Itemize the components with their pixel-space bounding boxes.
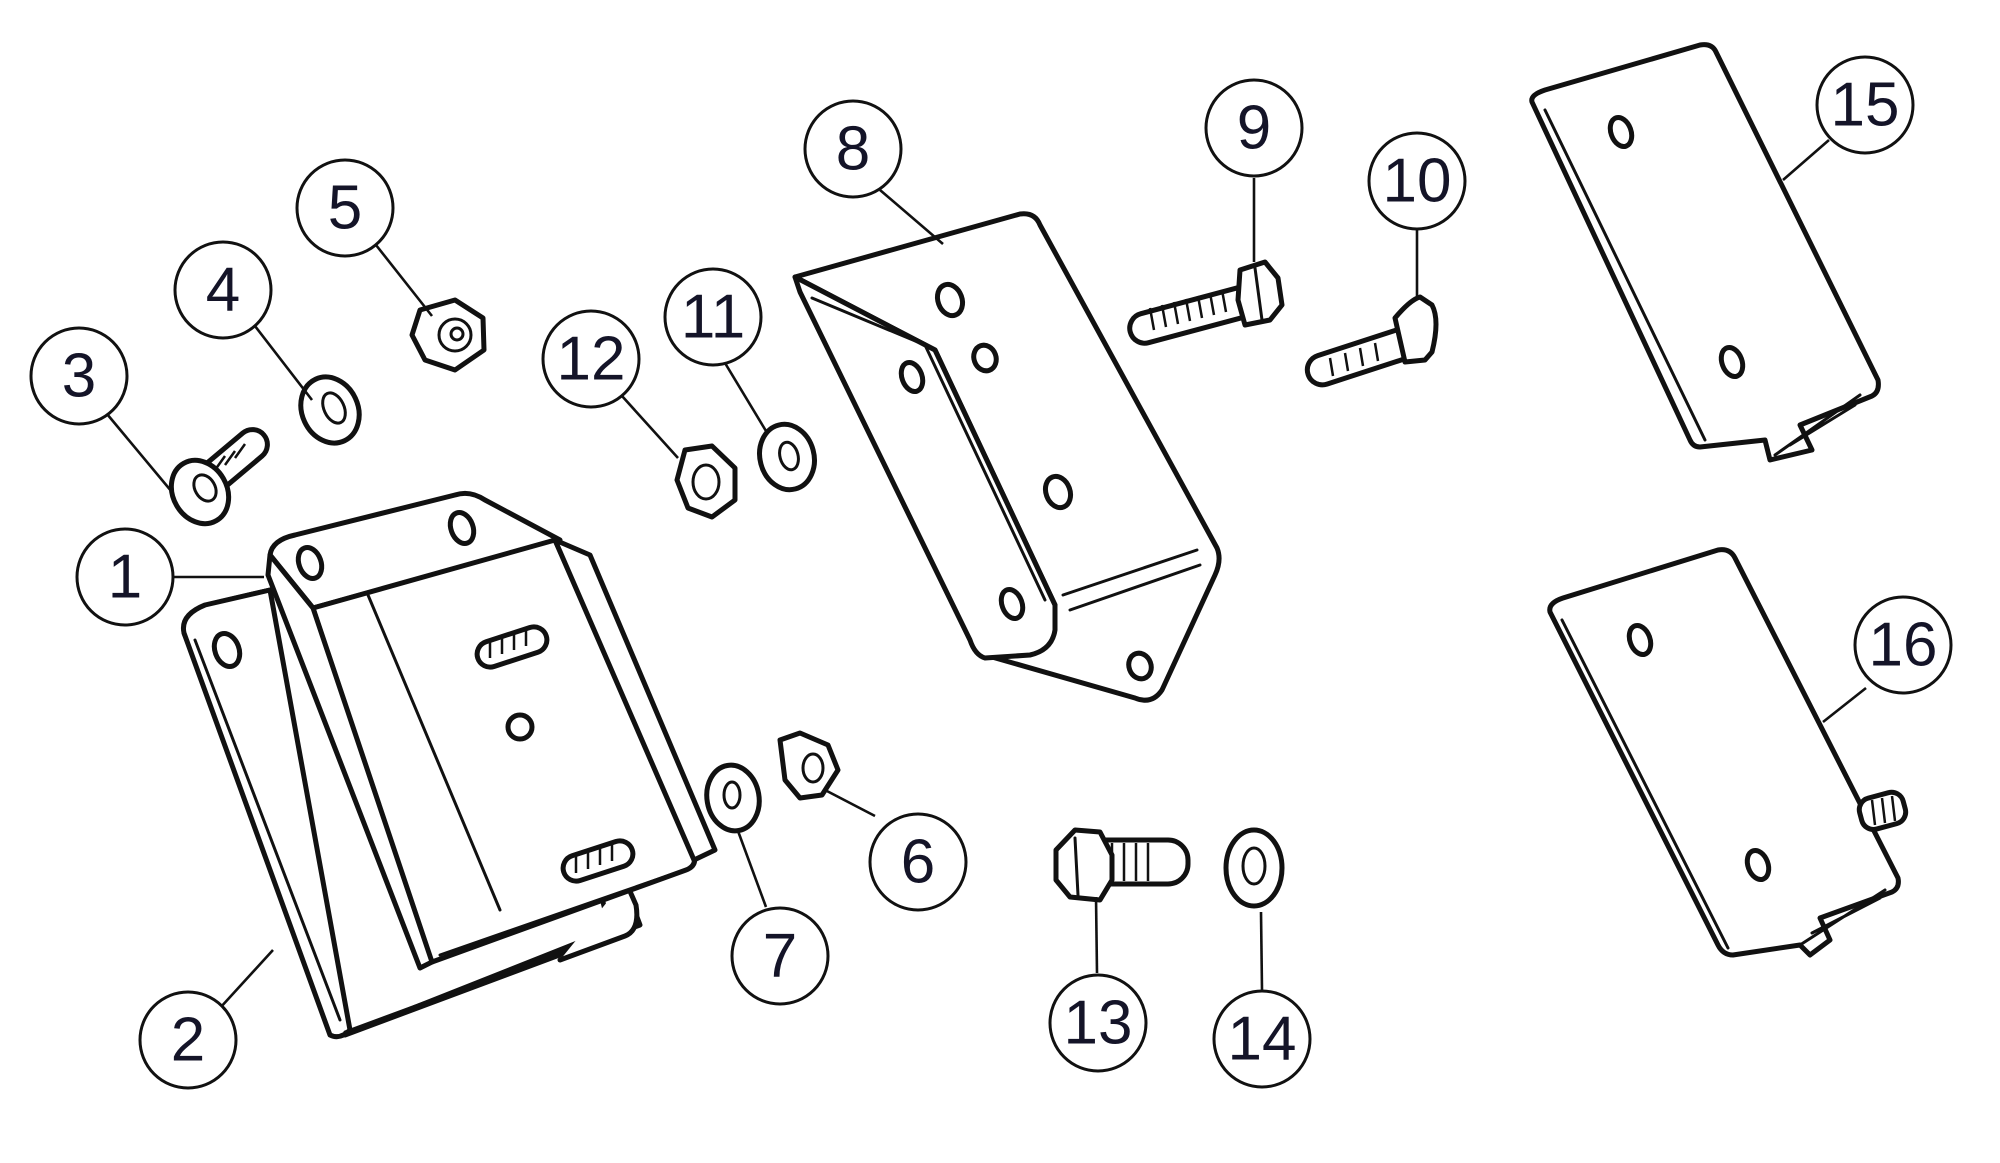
callout-10[interactable]: 10 <box>1367 131 1467 231</box>
callout-label: 8 <box>836 115 870 184</box>
part-2-base-plate <box>180 587 643 1040</box>
part-12-hex-nut <box>674 443 738 520</box>
callout-1[interactable]: 1 <box>75 527 175 627</box>
callout-label: 3 <box>62 342 96 411</box>
part-6-hex-nut <box>777 730 841 801</box>
callout-label: 4 <box>206 256 240 325</box>
callout-label: 16 <box>1869 611 1938 680</box>
stud-upper <box>474 624 550 670</box>
callout-label: 6 <box>901 828 935 897</box>
callout-label: 2 <box>171 1006 205 1075</box>
part-4-lock-washer <box>298 374 362 446</box>
callout-15[interactable]: 15 <box>1815 55 1915 155</box>
part-7-lock-washer <box>704 762 762 834</box>
callout-2[interactable]: 2 <box>138 990 238 1090</box>
part-5-nylock-nut <box>409 297 487 373</box>
callout-label: 14 <box>1228 1005 1297 1074</box>
callout-label: 5 <box>328 174 362 243</box>
callout-8[interactable]: 8 <box>803 99 903 199</box>
callout-7[interactable]: 7 <box>730 906 830 1006</box>
callout-9[interactable]: 9 <box>1204 78 1304 178</box>
part-8-angle-bracket <box>792 211 1222 703</box>
callout-12[interactable]: 12 <box>541 309 641 409</box>
part-1-mount-bracket <box>265 490 718 971</box>
callout-label: 11 <box>681 283 745 352</box>
callout-13[interactable]: 13 <box>1048 973 1148 1073</box>
callout-label: 7 <box>763 922 797 991</box>
part-16-mount-plate-stud <box>1547 547 1909 958</box>
leader-lines <box>106 139 1867 1009</box>
callout-11[interactable]: 11 <box>663 267 763 367</box>
callout-4[interactable]: 4 <box>173 240 273 340</box>
callout-label: 1 <box>108 543 142 612</box>
part-10-carriage-bolt <box>1304 294 1439 388</box>
callout-label: 10 <box>1383 147 1452 216</box>
stud-lower <box>560 838 636 884</box>
callout-label: 12 <box>557 325 626 394</box>
callout-6[interactable]: 6 <box>868 812 968 912</box>
part-15-mount-plate <box>1529 42 1881 463</box>
part-14-lock-washer <box>1223 827 1285 909</box>
callout-5[interactable]: 5 <box>295 158 395 258</box>
callout-label: 15 <box>1831 71 1900 140</box>
callout-16[interactable]: 16 <box>1853 595 1953 695</box>
part-11-lock-washer <box>757 421 817 493</box>
callout-label: 13 <box>1064 989 1133 1058</box>
part-3-hex-bolt <box>168 427 270 527</box>
callout-14[interactable]: 14 <box>1212 989 1312 1089</box>
part-13-hex-bolt <box>1053 827 1191 903</box>
callout-label: 9 <box>1237 94 1271 163</box>
stud-16 <box>1856 789 1909 832</box>
callout-3[interactable]: 3 <box>29 326 129 426</box>
part-9-hex-bolt <box>1127 259 1285 346</box>
